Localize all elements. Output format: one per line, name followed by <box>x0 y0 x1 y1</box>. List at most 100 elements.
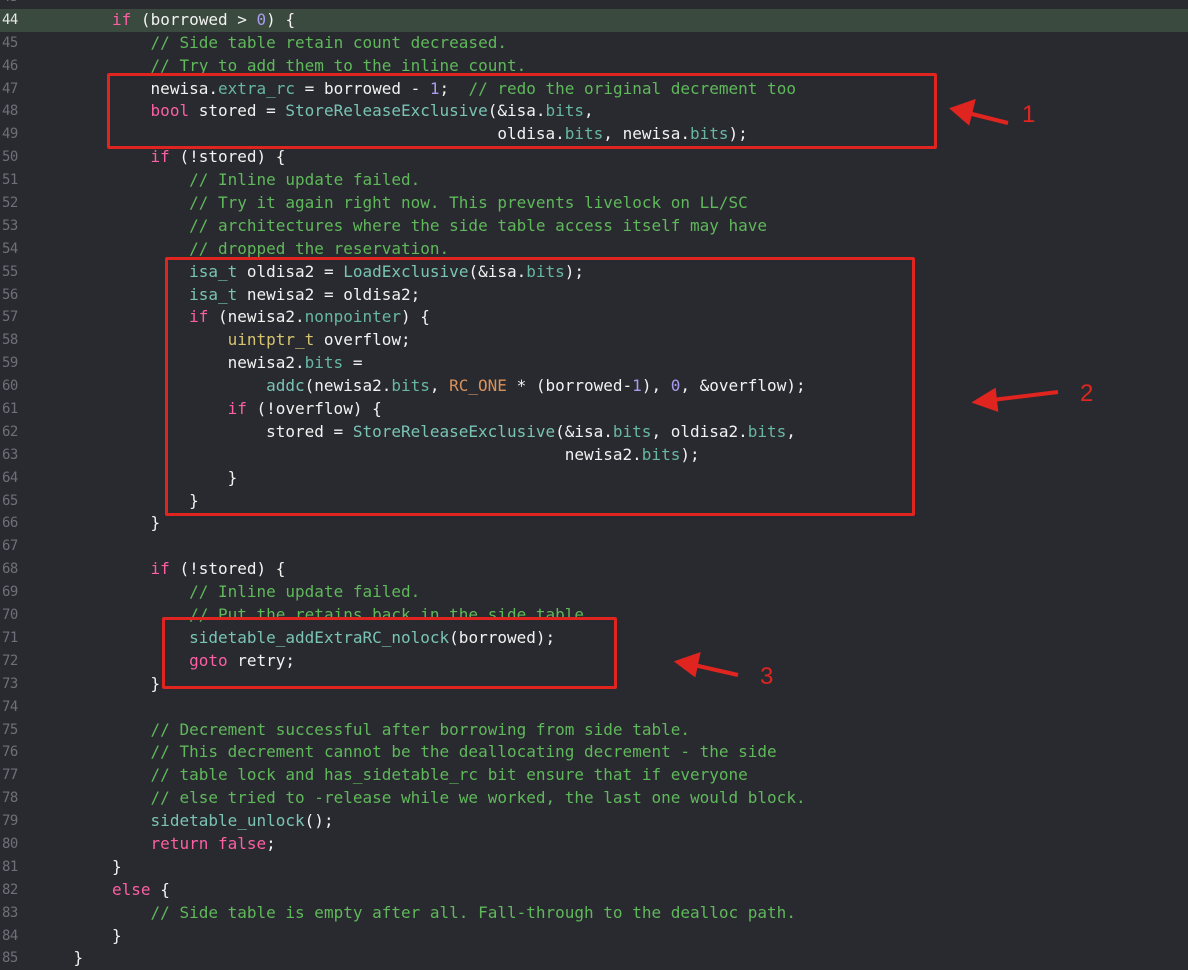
code-token: = <box>343 353 363 373</box>
line-number[interactable]: 61 <box>2 401 18 418</box>
code-token: (&isa. <box>468 261 527 281</box>
code-token: StoreReleaseExclusive <box>352 421 556 441</box>
line-number[interactable]: 55 <box>2 263 18 280</box>
code-text: } <box>151 673 161 696</box>
code-line[interactable]: 63 newisa2.bits); <box>0 444 1188 467</box>
line-number[interactable]: 46 <box>2 57 18 74</box>
code-token: isa_t <box>189 261 238 281</box>
line-number[interactable]: 84 <box>2 927 18 944</box>
code-line[interactable]: 43 <box>0 0 1188 9</box>
line-number[interactable]: 71 <box>2 629 18 646</box>
line-number[interactable]: 69 <box>2 584 18 601</box>
line-number[interactable]: 66 <box>2 515 18 532</box>
code-token: newisa. <box>150 78 218 98</box>
code-line[interactable]: 84} <box>0 925 1188 948</box>
code-text: } <box>228 467 238 490</box>
code-line[interactable]: 65} <box>0 490 1188 513</box>
line-number[interactable]: 77 <box>2 767 18 784</box>
line-number[interactable]: 52 <box>2 195 18 212</box>
line-number[interactable]: 47 <box>2 80 18 97</box>
line-number[interactable]: 62 <box>2 423 18 440</box>
line-number[interactable]: 80 <box>2 835 18 852</box>
line-number[interactable]: 83 <box>2 904 18 921</box>
code-text: // Side table is empty after all. Fall-t… <box>151 902 796 925</box>
line-number[interactable]: 50 <box>2 149 18 166</box>
line-number[interactable]: 58 <box>2 332 18 349</box>
code-line[interactable]: 83 // Side table is empty after all. Fall… <box>0 902 1188 925</box>
line-number[interactable]: 53 <box>2 217 18 234</box>
line-number[interactable]: 79 <box>2 813 18 830</box>
line-number[interactable]: 74 <box>2 698 18 715</box>
line-number[interactable]: 75 <box>2 721 18 738</box>
code-line[interactable]: 49 oldisa.bits, newisa.bits); <box>0 123 1188 146</box>
line-number[interactable]: 81 <box>2 858 18 875</box>
line-number[interactable]: 63 <box>2 446 18 463</box>
line-number[interactable]: 73 <box>2 675 18 692</box>
line-number[interactable]: 65 <box>2 492 18 509</box>
code-line[interactable]: 67 <box>0 535 1188 558</box>
code-line[interactable]: 75// Decrement successful after borrowin… <box>0 719 1188 742</box>
line-number[interactable]: 70 <box>2 607 18 624</box>
code-token: isa_t <box>189 284 238 304</box>
line-number[interactable]: 48 <box>2 103 18 120</box>
line-number[interactable]: 76 <box>2 744 18 761</box>
code-line[interactable]: 69// Inline update failed. <box>0 581 1188 604</box>
line-number[interactable]: 44 <box>2 11 18 28</box>
code-line[interactable]: 64} <box>0 467 1188 490</box>
line-number[interactable]: 68 <box>2 561 18 578</box>
code-line[interactable]: 51// Inline update failed. <box>0 169 1188 192</box>
line-number[interactable]: 72 <box>2 652 18 669</box>
line-number[interactable]: 78 <box>2 790 18 807</box>
code-line[interactable]: 46// Try to add them to the inline count… <box>0 55 1188 78</box>
line-number[interactable]: 43 <box>2 0 32 9</box>
code-line[interactable]: 81} <box>0 856 1188 879</box>
line-number[interactable]: 57 <box>2 309 18 326</box>
code-line[interactable]: 52// Try it again right now. This preven… <box>0 192 1188 215</box>
code-token: bits <box>641 444 681 464</box>
code-token: return <box>150 833 209 853</box>
code-line[interactable]: 53// architectures where the side table … <box>0 215 1188 238</box>
code-token: (); <box>304 811 334 831</box>
line-number[interactable]: 45 <box>2 34 18 51</box>
line-number[interactable]: 60 <box>2 378 18 395</box>
line-number[interactable]: 54 <box>2 240 18 257</box>
code-token: // Side table retain count decreased. <box>150 32 507 52</box>
code-line[interactable]: 54// dropped the reservation. <box>0 238 1188 261</box>
line-number[interactable]: 67 <box>2 538 18 555</box>
arrow-2-head <box>971 387 999 412</box>
line-number[interactable]: 56 <box>2 286 18 303</box>
line-number[interactable]: 51 <box>2 172 18 189</box>
code-line[interactable]: 73} <box>0 673 1188 696</box>
code-line[interactable]: 45 // Side table retain count decreased. <box>0 32 1188 55</box>
line-number[interactable]: 49 <box>2 126 18 143</box>
code-line[interactable]: 66} <box>0 512 1188 535</box>
code-line[interactable]: 74 <box>0 696 1188 719</box>
code-text: // table lock and has_sidetable_rc bit e… <box>151 764 748 787</box>
code-line[interactable]: 77 // table lock and has_sidetable_rc bit… <box>0 764 1188 787</box>
line-number[interactable]: 64 <box>2 469 18 486</box>
code-line[interactable]: 78// else tried to -release while we wor… <box>0 787 1188 810</box>
code-line[interactable]: 76// This decrement cannot be the deallo… <box>0 741 1188 764</box>
line-number[interactable]: 59 <box>2 355 18 372</box>
line-number[interactable]: 82 <box>2 881 18 898</box>
